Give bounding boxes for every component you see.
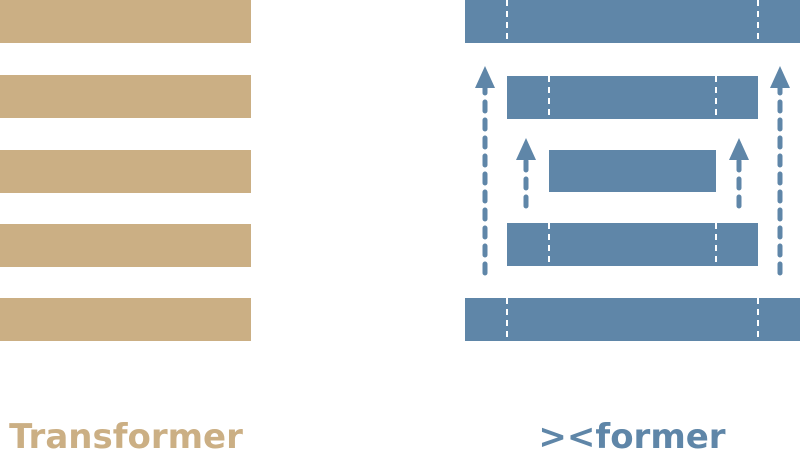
transformer-layer-stack: [0, 0, 251, 341]
transformer-caption: Transformer: [9, 417, 243, 457]
former-layer-2: [507, 76, 758, 119]
transformer-layer-5: [0, 298, 251, 341]
former-caption: ><former: [538, 417, 726, 457]
former-layer-3: [549, 150, 716, 192]
arrowheads: [475, 66, 790, 160]
transformer-layer-1: [0, 0, 251, 43]
transformer-layer-3: [0, 150, 251, 193]
transformer-layer-2: [0, 75, 251, 118]
former-layer-5: [465, 298, 800, 341]
segment-dividers: [506, 0, 759, 341]
arrow-outer-left-head-icon: [475, 66, 495, 88]
arrow-inner-right-head-icon: [729, 138, 749, 160]
former-layer-4: [507, 223, 758, 266]
former-layer-stack: [465, 0, 800, 341]
arrow-outer-right-head-icon: [770, 66, 790, 88]
transformer-layer-4: [0, 224, 251, 267]
distilling-arrows: [482, 83, 783, 276]
former-layer-1: [465, 0, 800, 43]
arrow-inner-left-head-icon: [516, 138, 536, 160]
architecture-comparison-diagram: [0, 0, 800, 341]
